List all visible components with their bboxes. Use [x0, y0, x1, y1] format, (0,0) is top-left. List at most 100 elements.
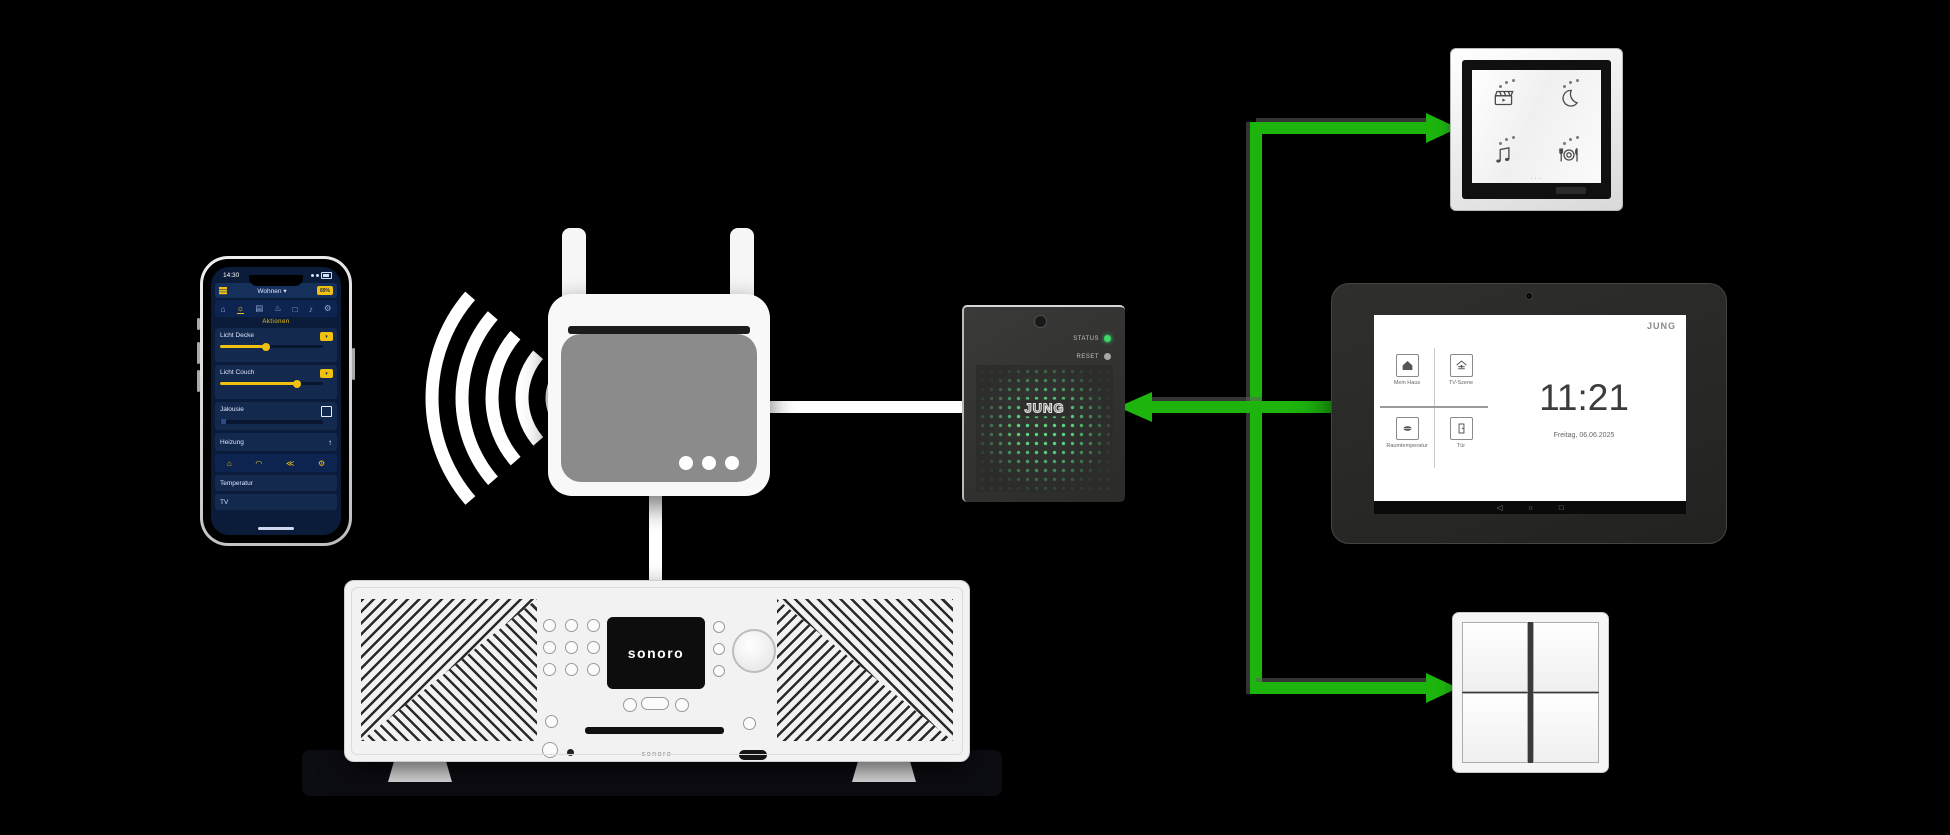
- recents-icon[interactable]: □: [1558, 503, 1564, 512]
- status-label: STATUS: [1073, 335, 1099, 342]
- scene-button-night[interactable]: [1537, 70, 1602, 127]
- scene-touch-panel: ···: [1450, 48, 1623, 211]
- dimmer-slider[interactable]: [220, 342, 324, 351]
- rocker-top-right[interactable]: [1533, 622, 1599, 692]
- mute-switch[interactable]: [197, 318, 200, 330]
- scene-button-dinner[interactable]: [1537, 127, 1602, 184]
- tile-door[interactable]: Tür: [1434, 417, 1488, 449]
- nav-home-icon[interactable]: ⌂: [226, 458, 232, 468]
- router-leds: [679, 456, 739, 470]
- knx-bus-to-tablet: [1262, 401, 1334, 413]
- tab-light-icon[interactable]: ☼: [236, 303, 245, 314]
- speaker-grille-left: [361, 599, 537, 741]
- cd-slot[interactable]: [585, 727, 724, 734]
- scene-dots: [1511, 79, 1515, 83]
- wifi-icon: [316, 274, 319, 277]
- scene-button-music[interactable]: [1472, 127, 1537, 184]
- audio-display: sonoro: [607, 617, 705, 689]
- home-icon[interactable]: ○: [1528, 503, 1533, 512]
- knx-bus-to-gateway: [1148, 401, 1262, 413]
- play-pause-button[interactable]: [641, 697, 669, 710]
- temperature-row[interactable]: Temperatur: [215, 475, 337, 491]
- panel-slot: [1555, 187, 1586, 194]
- source-button[interactable]: [713, 643, 725, 655]
- reset-button[interactable]: [1104, 353, 1111, 360]
- keypad-button[interactable]: [565, 619, 578, 632]
- tablet-screen: JUNG Mein Haus TV-Szene: [1374, 315, 1686, 501]
- keypad-button[interactable]: [565, 663, 578, 676]
- control-label: Licht Decke: [220, 332, 254, 339]
- source-button[interactable]: [713, 621, 725, 633]
- keypad-button[interactable]: [587, 663, 600, 676]
- ir-window: [739, 750, 767, 760]
- tab-blinds-icon[interactable]: ▤: [255, 303, 264, 313]
- tab-window-icon[interactable]: □: [292, 303, 298, 314]
- keypad-button[interactable]: [543, 641, 556, 654]
- knx-bus-to-pushbutton: [1256, 682, 1432, 694]
- heating-row[interactable]: Heizung ↑: [215, 433, 337, 451]
- app-nav-bar: ⌂ ◠ ≪ ⚙: [215, 454, 337, 472]
- camera-icon: [1525, 292, 1533, 300]
- scene-dots: [1576, 79, 1580, 83]
- tile-room-temperature[interactable]: Raumtemperatur: [1380, 417, 1434, 449]
- power-button[interactable]: [352, 348, 355, 380]
- scene-button-movie[interactable]: [1472, 70, 1537, 127]
- keypad-button[interactable]: [543, 619, 556, 632]
- tile-my-house[interactable]: Mein Haus: [1380, 354, 1434, 386]
- control-label: Licht Couch: [220, 369, 255, 376]
- tab-rooms-icon[interactable]: ⌂: [220, 303, 226, 314]
- nav-scenes-icon[interactable]: ◠: [255, 458, 263, 468]
- blinds-row: Jalousie: [215, 402, 337, 430]
- dimmer-badge[interactable]: ▾: [320, 369, 333, 378]
- nav-fast-access-icon[interactable]: ≪: [285, 458, 295, 468]
- next-track-button[interactable]: [675, 698, 689, 712]
- reset-label: RESET: [1076, 353, 1099, 360]
- volume-down-button[interactable]: [197, 370, 200, 392]
- volume-knob[interactable]: [732, 629, 776, 673]
- tv-row[interactable]: TV: [215, 494, 337, 510]
- tile-tv-scene[interactable]: TV-Szene: [1434, 354, 1488, 386]
- knx-bus-to-scene-panel: [1256, 122, 1432, 134]
- rocker-top-left[interactable]: [1462, 622, 1528, 692]
- section-label: Aktionen: [262, 319, 290, 325]
- keypad-button[interactable]: [543, 663, 556, 676]
- preset-button[interactable]: [545, 715, 558, 728]
- back-icon[interactable]: ◁: [1496, 503, 1503, 512]
- menu-icon[interactable]: [219, 287, 227, 289]
- prev-track-button[interactable]: [623, 698, 637, 712]
- tab-climate-icon[interactable]: ♨: [274, 303, 282, 313]
- eject-button[interactable]: [743, 717, 756, 730]
- jung-logo: JUNG: [1646, 321, 1676, 331]
- nav-settings-icon[interactable]: ⚙: [318, 458, 326, 468]
- dinner-icon: [1559, 147, 1578, 162]
- audio-power-button[interactable]: [542, 742, 558, 758]
- keypad-button[interactable]: [587, 619, 600, 632]
- reset-row: RESET: [1076, 353, 1111, 360]
- dimmer-slider[interactable]: [220, 379, 324, 388]
- phone-status-bar: 14:30: [223, 270, 332, 281]
- phone-bezel: 14:30 Wohnen ▾ 89% ⌂ ☼ ▤ ♨: [203, 259, 349, 543]
- room-selector[interactable]: Wohnen ▾: [257, 287, 287, 295]
- brand-logo: sonoro: [627, 645, 685, 661]
- phone-notch: [249, 275, 303, 286]
- scene-dots: [1511, 135, 1515, 139]
- divider: [1380, 406, 1488, 408]
- knx-gateway: STATUS RESET JUNG: [962, 305, 1125, 502]
- source-button[interactable]: [713, 665, 725, 677]
- volume-up-button[interactable]: [197, 342, 200, 364]
- position-bar[interactable]: [220, 419, 324, 424]
- keypad-button[interactable]: [587, 641, 600, 654]
- rocker-bottom-left[interactable]: [1462, 693, 1528, 763]
- screw: [1034, 315, 1047, 328]
- tab-settings-icon[interactable]: ⚙: [323, 303, 332, 313]
- rocker-bottom-right[interactable]: [1533, 693, 1599, 763]
- keypad-button[interactable]: [565, 641, 578, 654]
- house-icon: [1402, 361, 1412, 370]
- tab-audio-icon[interactable]: ♪: [308, 303, 313, 314]
- dimmer-badge[interactable]: ▾: [320, 332, 333, 341]
- headphone-jack[interactable]: [567, 749, 574, 756]
- clock-time: 11:21: [1539, 377, 1629, 418]
- checkbox[interactable]: [321, 406, 332, 417]
- lamp-icon: [1402, 426, 1412, 431]
